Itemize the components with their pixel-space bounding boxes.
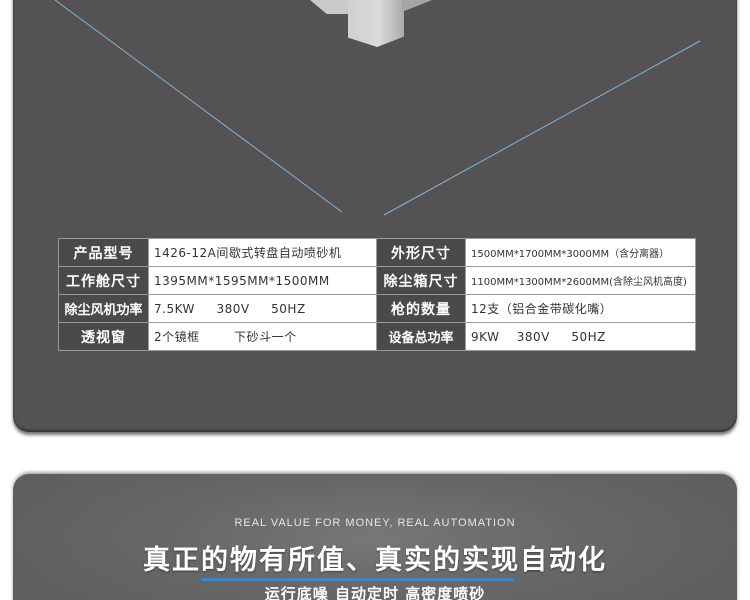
product-spec-panel [13,0,737,432]
spec-table: 产品型号 1426-12A间歇式转盘自动喷砂机 外形尺寸 1500MM*1700… [58,238,696,351]
banner-title: 真正的物有所值、真实的实现自动化 [143,545,607,576]
decorative-guide-lines [54,0,701,216]
machine-image-leg [348,0,404,47]
spec-value-gun-count: 12支（铝合金带碳化嘴） [465,294,696,323]
guide-line-left [54,0,343,213]
spec-label-dust-box-size: 除尘箱尺寸 [376,266,466,295]
spec-label-chamber-size: 工作舱尺寸 [58,266,149,295]
spec-value-fan-power: 7.5KW 380V 50HZ [148,294,377,323]
spec-label-window: 透视窗 [58,322,149,351]
spec-value-total-power: 9KW 380V 50HZ [465,322,696,351]
spec-label-fan-power: 除尘风机功率 [58,294,149,323]
title-underline-divider [201,578,514,581]
table-row: 透视窗 2个镜框 下砂斗一个 设备总功率 9KW 380V 50HZ [58,322,696,351]
spec-value-dimensions: 1500MM*1700MM*3000MM（含分离器） [465,238,696,267]
spec-label-dimensions: 外形尺寸 [376,238,466,267]
spec-label-gun-count: 枪的数量 [376,294,466,323]
spec-value-window: 2个镜框 下砂斗一个 [148,322,377,351]
table-row: 产品型号 1426-12A间歇式转盘自动喷砂机 外形尺寸 1500MM*1700… [58,238,696,267]
spec-value-dust-box-size: 1100MM*1300MM*2600MM(含除尘风机高度) [465,266,696,295]
table-row: 工作舱尺寸 1395MM*1595MM*1500MM 除尘箱尺寸 1100MM*… [58,266,696,295]
table-row: 除尘风机功率 7.5KW 380V 50HZ 枪的数量 12支（铝合金带碳化嘴） [58,294,696,323]
spec-label-total-power: 设备总功率 [376,322,466,351]
spec-value-model: 1426-12A间歇式转盘自动喷砂机 [148,238,377,267]
banner-subtitle-en: REAL VALUE FOR MONEY, REAL AUTOMATION [234,517,516,529]
spec-value-chamber-size: 1395MM*1595MM*1500MM [148,266,377,295]
banner-tagline: 运行底噪 自动定时 高密度喷砂 [264,585,486,600]
feature-banner-panel [13,474,737,600]
spec-label-model: 产品型号 [58,238,149,267]
guide-line-right [383,40,701,216]
